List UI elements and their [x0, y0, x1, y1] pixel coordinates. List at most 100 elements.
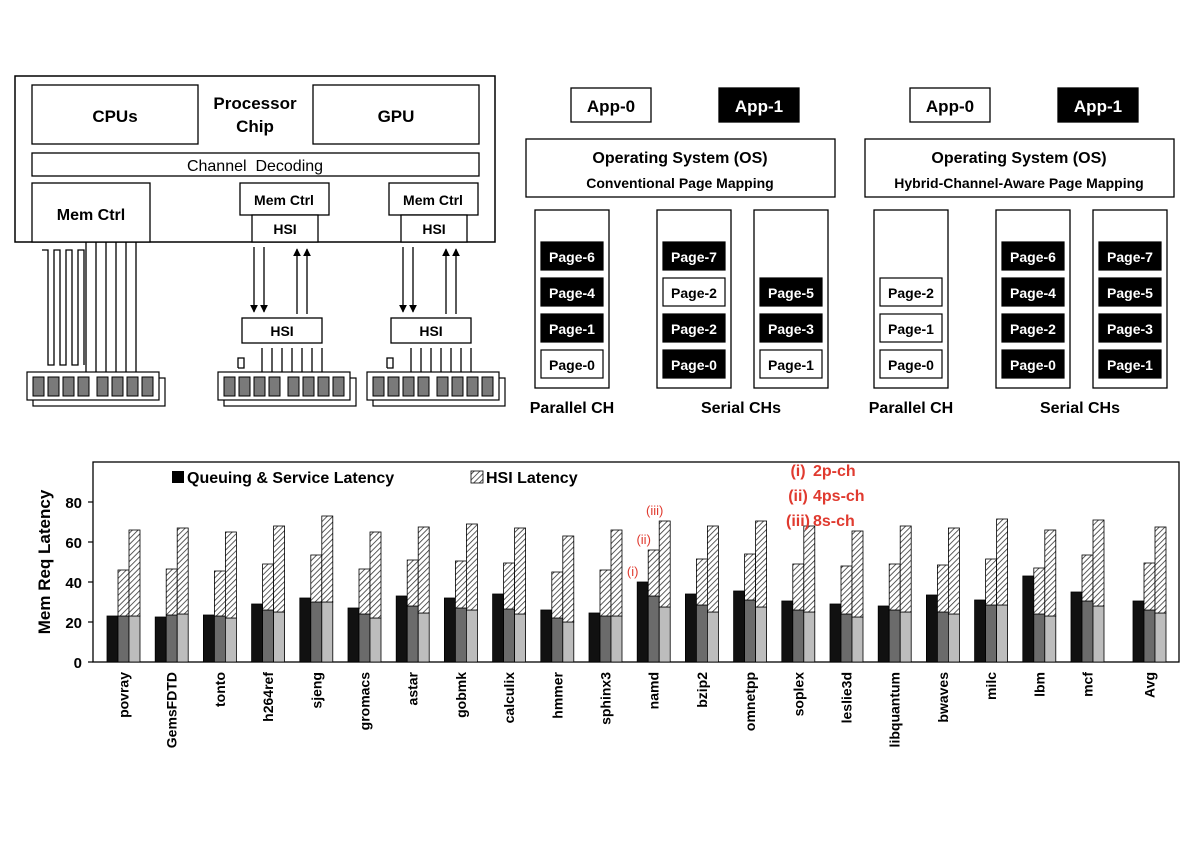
- y-tick-label: 20: [65, 615, 82, 632]
- bar-queuing-h264ref-3: [273, 611, 286, 663]
- conventional-page-box: [540, 241, 604, 271]
- bar-queuing-libquantum-3: [899, 611, 912, 663]
- chart-legend: Queuing & Service Latency HSI Latency: [172, 470, 578, 487]
- bar-queuing-milc-2: [985, 604, 997, 663]
- conventional-app1-box: [718, 87, 800, 123]
- bar-queuing-bzip2-2: [696, 604, 708, 663]
- dram-chip: [96, 376, 109, 397]
- y-tick-label: 0: [74, 655, 82, 672]
- bar-hsi-bwaves-2: [937, 564, 949, 613]
- bar-annotation-label: (iii): [646, 503, 663, 518]
- bar-queuing-povray-2: [117, 615, 130, 663]
- bar-queuing-astar-1: [395, 595, 408, 663]
- bar-hsi-astar-3: [417, 526, 430, 614]
- dram-chip: [62, 376, 75, 397]
- dram-chip: [77, 376, 90, 397]
- bar-hsi-leslie3d-2: [840, 565, 853, 615]
- bar-hsi-soplex-2: [792, 563, 805, 611]
- y-axis-label: Mem Req Latency: [35, 489, 54, 634]
- dram-chip: [223, 376, 236, 397]
- bar-queuing-lbm-3: [1044, 615, 1057, 663]
- conventional-page-label: Page-3: [768, 321, 814, 337]
- conventional-page-label: Page-5: [768, 285, 814, 301]
- x-tick-label: povray: [116, 672, 132, 718]
- x-tick-label: h264ref: [260, 672, 276, 722]
- serial-link-arrows-2: [399, 247, 460, 314]
- bar-hsi-milc-2: [985, 558, 997, 606]
- bar-hsi-namd-2: [647, 549, 660, 597]
- channel-decoding-label: Channel Decoding: [187, 158, 323, 175]
- cpus-label: CPUs: [92, 107, 137, 126]
- conventional-serial-chs-label: Serial CHs: [701, 400, 781, 417]
- bar-hsi-omnetpp-2: [744, 553, 756, 601]
- bar-queuing-hmmer-1: [540, 609, 553, 663]
- conventional-page-label: Page-4: [549, 285, 595, 301]
- hybrid-page-box: [1001, 241, 1065, 271]
- x-tick-label: astar: [405, 671, 421, 705]
- hybrid-app0-label: App-0: [926, 97, 974, 116]
- conventional-page-label: Page-7: [671, 249, 717, 265]
- conventional-page-box: [662, 313, 726, 343]
- dram-chip: [287, 376, 300, 397]
- bar-queuing-sphinx3-1: [588, 612, 601, 663]
- conventional-os-box: [525, 138, 836, 198]
- x-tick-label: tonto: [212, 672, 228, 707]
- dram-chip: [451, 376, 464, 397]
- bar-queuing-namd-3: [658, 606, 671, 663]
- bar-hsi-libquantum-3: [899, 525, 912, 613]
- hybrid-app1-label: App-1: [1074, 97, 1122, 116]
- bar-queuing-sjeng-1: [299, 597, 312, 663]
- x-tick-label: sjeng: [308, 672, 324, 709]
- y-tick-label: 60: [65, 535, 82, 552]
- dram-chip: [126, 376, 139, 397]
- bar-hsi-sphinx3-3: [610, 529, 623, 617]
- y-tick-label: 80: [65, 495, 82, 512]
- bar-hsi-h264ref-3: [273, 525, 286, 613]
- hybrid-page-label: Page-1: [888, 321, 934, 337]
- bar-queuing-Avg-3: [1154, 612, 1167, 663]
- bar-hsi-bzip2-3: [707, 525, 719, 613]
- conventional-page-label: Page-6: [549, 249, 595, 265]
- hsi-dimm-serial1-label: HSI: [270, 323, 293, 339]
- bar-hsi-lbm-2: [1033, 567, 1046, 615]
- x-tick-label: sphinx3: [598, 672, 614, 725]
- cpus-box: [31, 84, 199, 145]
- x-tick-label: soplex: [790, 672, 806, 717]
- hybrid-page-box: [1098, 313, 1162, 343]
- dram-chip: [372, 376, 385, 397]
- bar-queuing-milc-3: [996, 604, 1008, 663]
- bar-queuing-leslie3d-2: [840, 613, 853, 663]
- bar-queuing-sphinx3-3: [610, 615, 623, 663]
- chart-frame: [92, 461, 1180, 663]
- bar-hsi-gobmk-3: [465, 523, 478, 611]
- bar-queuing-hmmer-3: [562, 621, 575, 663]
- hybrid-page-box: [879, 349, 943, 379]
- conventional-page-box: [759, 277, 823, 307]
- dram-chip: [47, 376, 60, 397]
- x-tick-label: omnetpp: [742, 672, 758, 731]
- dram-chip: [417, 376, 430, 397]
- dram-chip: [402, 376, 415, 397]
- mem-ctrl-parallel-box: [31, 182, 151, 243]
- bar-queuing-soplex-3: [803, 611, 816, 663]
- bar-queuing-astar-2: [406, 605, 419, 663]
- legend-label-hsi: HSI Latency: [486, 470, 578, 487]
- bar-queuing-bzip2-1: [685, 593, 697, 663]
- bar-queuing-gobmk-1: [443, 597, 456, 663]
- x-tick-label: bzip2: [694, 672, 710, 708]
- bar-queuing-tonto-3: [224, 617, 237, 663]
- conventional-page-label: Page-1: [549, 321, 595, 337]
- bar-hsi-sjeng-3: [321, 515, 334, 603]
- bar-hsi-libquantum-2: [888, 563, 901, 611]
- bar-hsi-tonto-3: [224, 531, 237, 619]
- dram-chip: [111, 376, 124, 397]
- x-tick-label: gobmk: [453, 672, 469, 718]
- config-name: 4ps-ch: [813, 488, 865, 505]
- conventional-page-label: Page-0: [549, 357, 595, 373]
- bar-hsi-mcf-2: [1081, 554, 1094, 602]
- conventional-page-box: [540, 277, 604, 307]
- gpu-box: [312, 84, 480, 145]
